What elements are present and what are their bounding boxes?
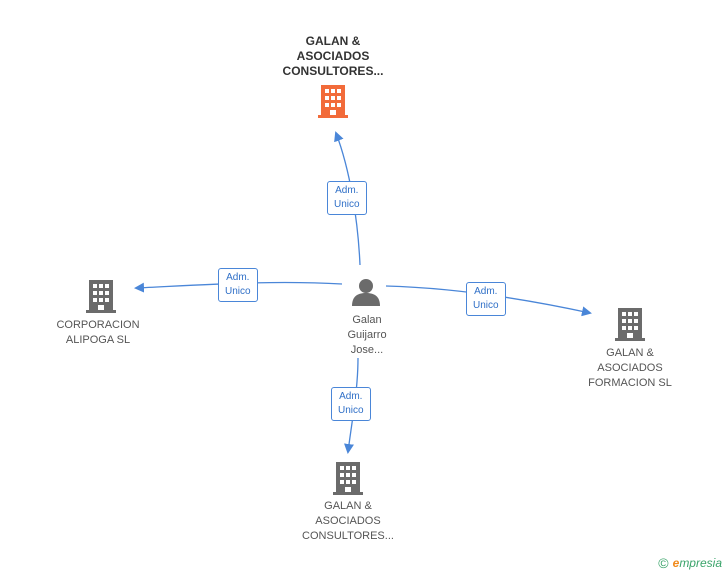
edge-label-right: Adm. Unico: [466, 282, 506, 316]
person-icon[interactable]: [352, 279, 380, 306]
node-label-center[interactable]: Galan Guijarro Jose...: [347, 314, 387, 356]
building-icon[interactable]: [333, 462, 363, 495]
node-label-bottom[interactable]: GALAN & ASOCIADOS CONSULTORES...: [302, 500, 394, 542]
edge-label-left: Adm. Unico: [218, 268, 258, 302]
edge-label-bottom: Adm. Unico: [331, 387, 371, 421]
building-icon[interactable]: [86, 280, 116, 313]
edge-label-top: Adm. Unico: [327, 181, 367, 215]
footer-brand: © empresia: [658, 555, 722, 571]
node-label-left[interactable]: CORPORACION ALIPOGA SL: [56, 319, 140, 346]
node-label-right[interactable]: GALAN & ASOCIADOS FORMACION SL: [588, 347, 672, 389]
copyright-icon: ©: [658, 555, 669, 571]
building-icon[interactable]: [615, 308, 645, 341]
building-icon[interactable]: [318, 85, 348, 118]
brand-logo: empresia: [672, 556, 722, 570]
node-label-top[interactable]: GALAN & ASOCIADOS CONSULTORES...: [282, 34, 384, 78]
